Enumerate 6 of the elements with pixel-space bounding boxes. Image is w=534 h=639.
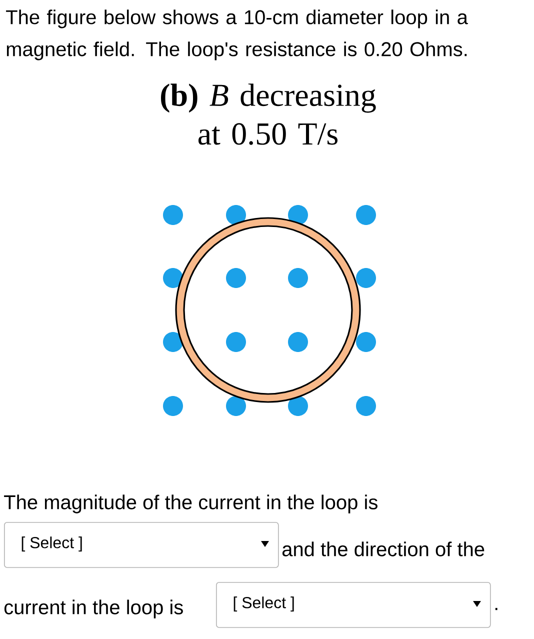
question-text: current in the loop is xyxy=(4,600,183,618)
problem-text: The figure below shows a 10-cm diameter loop in a magnetic field. The loop's resistance is 0.20 Ohms. xyxy=(6,10,468,60)
question-text: and the direction of the xyxy=(282,542,484,556)
figure-caption: (b) B decreasing at 0.50 T/s xyxy=(161,84,376,145)
select-field: [ Select ] xyxy=(4,522,279,568)
select-field: [ Select ] xyxy=(216,582,491,628)
